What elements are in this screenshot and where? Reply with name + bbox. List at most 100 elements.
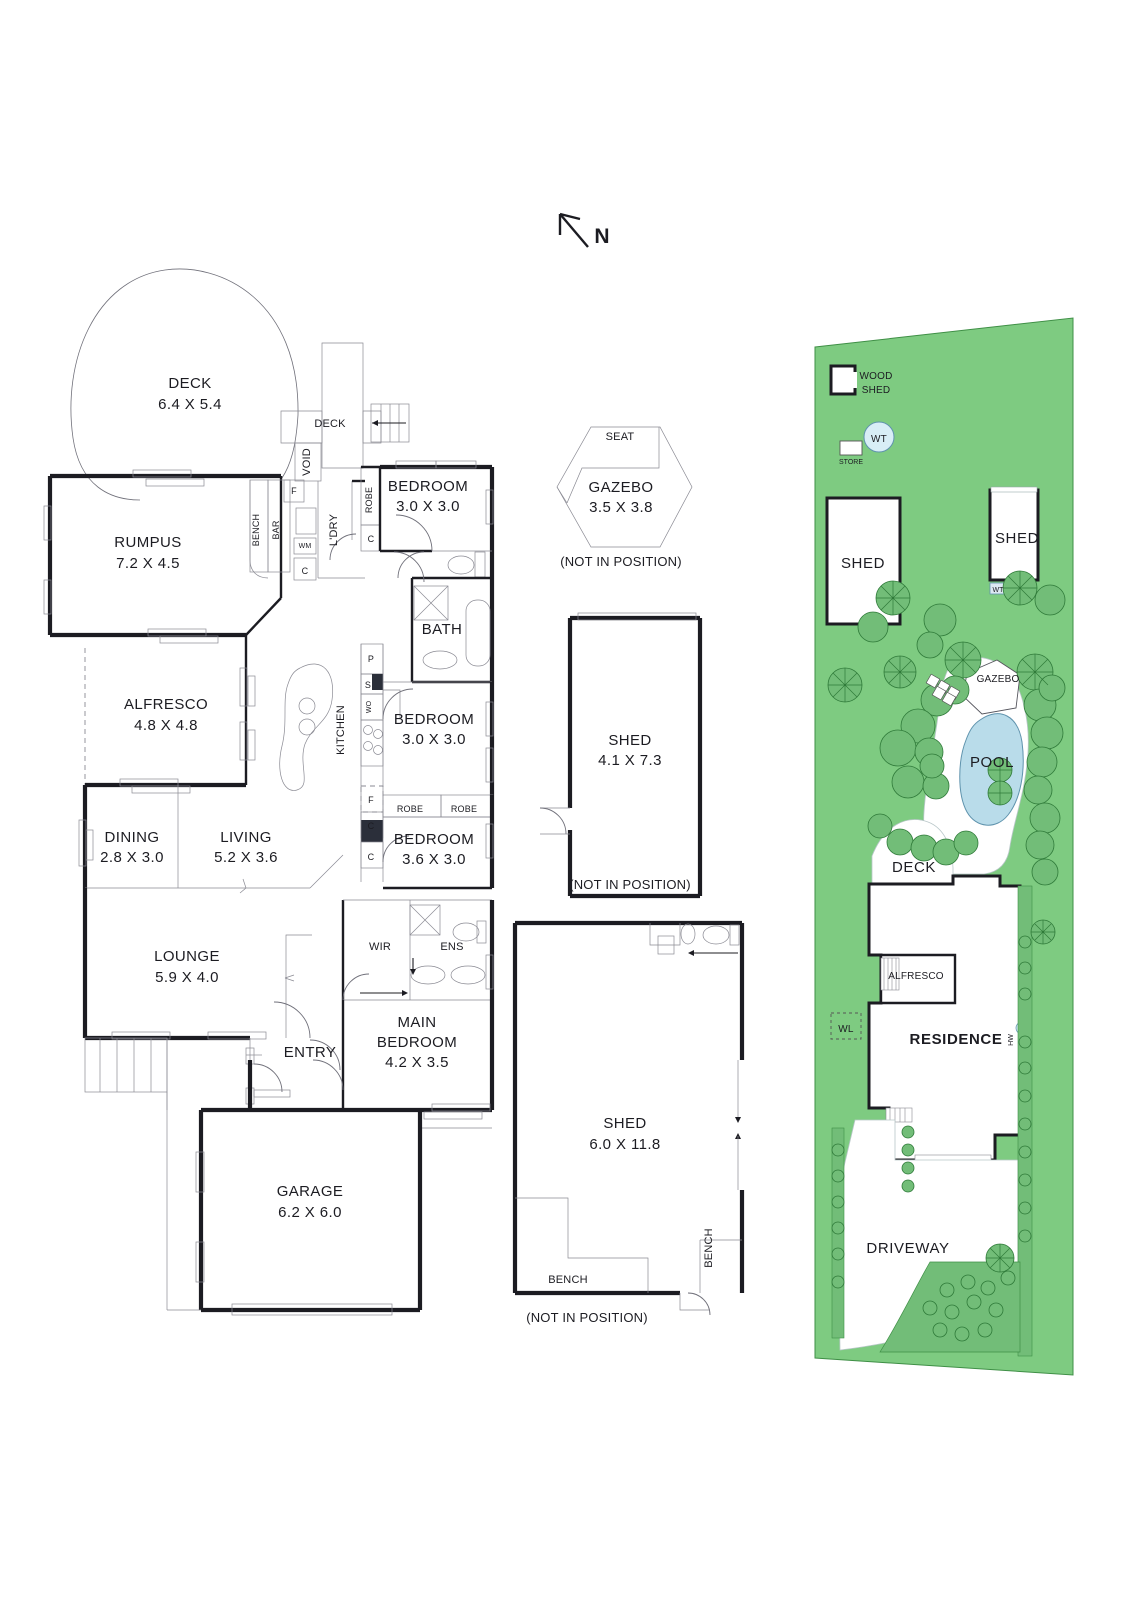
room-label-ens: ENS bbox=[440, 941, 463, 953]
site-label-wood-shed-1: WOOD bbox=[859, 371, 892, 382]
gazebo-seat-label: SEAT bbox=[606, 431, 635, 443]
site-label-pool: POOL bbox=[970, 754, 1014, 771]
room-dim-dining: 2.8 X 3.0 bbox=[100, 849, 164, 866]
room-label-wir: WIR bbox=[369, 941, 391, 953]
room-label-rumpus: RUMPUS bbox=[114, 534, 181, 551]
room-label-kitchen: KITCHEN bbox=[335, 705, 347, 755]
kitchen-bench-strip bbox=[360, 643, 401, 882]
room-dim-garage: 6.2 X 6.0 bbox=[278, 1204, 342, 1221]
site-label-residence: RESIDENCE bbox=[910, 1031, 1003, 1048]
fixture-label-sink: S bbox=[365, 680, 371, 690]
shed-small-dim: 4.1 X 7.3 bbox=[598, 752, 662, 769]
fixture-label-bench: BENCH bbox=[251, 514, 261, 547]
fixture-label-pantry: P bbox=[368, 654, 374, 664]
bath-fixtures-top bbox=[432, 550, 492, 578]
shed-large-note: (NOT IN POSITION) bbox=[526, 1310, 648, 1325]
room-label-dining: DINING bbox=[105, 829, 160, 846]
site-label-wt-1: WT bbox=[871, 434, 887, 445]
room-dim-bedroom4: 3.6 X 3.0 bbox=[402, 851, 466, 868]
gazebo-note: (NOT IN POSITION) bbox=[560, 554, 682, 569]
garage-walls bbox=[166, 1092, 423, 1316]
shed-large-dim: 6.0 X 11.8 bbox=[589, 1136, 660, 1153]
site-shed-left bbox=[825, 496, 902, 626]
room-label-laundry: L'DRY bbox=[328, 513, 340, 546]
site-label-store: STORE bbox=[839, 459, 863, 466]
site-label-hw: HW bbox=[1008, 1034, 1015, 1046]
shed-large-shape bbox=[512, 920, 745, 1316]
bedroom3-walls bbox=[382, 681, 495, 795]
site-shed-right bbox=[988, 486, 1040, 595]
room-dim-lounge: 5.9 X 4.0 bbox=[155, 969, 219, 986]
site-label-gazebo: GAZEBO bbox=[977, 674, 1020, 685]
site-water-line-box bbox=[830, 1012, 862, 1040]
shed-small-note: (NOT IN POSITION) bbox=[569, 877, 691, 892]
rumpus-bar-bench bbox=[249, 479, 317, 581]
room-label-bath: BATH bbox=[422, 621, 463, 638]
fixture-label-fridge: F bbox=[368, 795, 374, 805]
bedroom2-walls bbox=[378, 460, 495, 578]
bedroom4-walls bbox=[382, 795, 495, 890]
room-label-main-bedroom-2: BEDROOM bbox=[377, 1034, 457, 1051]
room-label-lounge: LOUNGE bbox=[154, 948, 220, 965]
fixture-label-robe-2: ROBE bbox=[451, 804, 477, 814]
site-label-alfresco: ALFRESCO bbox=[888, 971, 944, 982]
void-shaft bbox=[294, 442, 322, 482]
room-dim-bedroom2: 3.0 X 3.0 bbox=[396, 498, 460, 515]
kitchen-island bbox=[279, 663, 334, 791]
room-label-garage: GARAGE bbox=[277, 1183, 344, 1200]
fixture-label-robe-vertical: ROBE bbox=[364, 487, 374, 513]
north-label: N bbox=[594, 225, 609, 248]
site-label-wood-shed-2: SHED bbox=[862, 385, 891, 396]
room-label-deck-main: DECK bbox=[168, 375, 211, 392]
shed-small-shape bbox=[539, 612, 703, 899]
entry-area bbox=[245, 1038, 291, 1110]
site-label-wt-2: WT bbox=[993, 587, 1005, 594]
fixture-label-c-kitchen-1: C bbox=[368, 821, 375, 831]
laundry-walls bbox=[317, 479, 365, 579]
gazebo-dim: 3.5 X 3.8 bbox=[589, 499, 653, 516]
alfresco-area bbox=[84, 635, 256, 794]
site-label-wl: WL bbox=[838, 1024, 854, 1035]
fixture-label-wall-oven: WO bbox=[366, 700, 373, 713]
room-label-alfresco: ALFRESCO bbox=[124, 696, 208, 713]
room-label-entry: ENTRY bbox=[284, 1044, 337, 1061]
fixture-label-bar: BAR bbox=[271, 520, 281, 539]
gazebo-name: GAZEBO bbox=[589, 479, 654, 496]
outbuildings-group bbox=[512, 426, 745, 1316]
fixture-label-c-rumpus: C bbox=[302, 566, 309, 576]
shed-small-name: SHED bbox=[608, 732, 651, 749]
site-label-shed-right: SHED bbox=[995, 530, 1039, 547]
rumpus-windows bbox=[43, 469, 219, 644]
site-wood-shed bbox=[829, 364, 857, 396]
living-zone-walls bbox=[78, 785, 344, 1041]
room-dim-main-bedroom: 4.2 X 3.5 bbox=[385, 1054, 449, 1071]
room-label-deck-small: DECK bbox=[314, 418, 346, 430]
site-store-watertank bbox=[839, 421, 895, 456]
room-label-void: VOID bbox=[301, 448, 313, 476]
fixture-label-f-rumpus: F bbox=[291, 486, 297, 496]
shed-large-bench-bottom: BENCH bbox=[548, 1274, 588, 1286]
site-trees bbox=[827, 570, 1066, 1342]
bath-walls bbox=[393, 551, 495, 684]
room-label-bedroom4: BEDROOM bbox=[394, 831, 474, 848]
room-label-bedroom3: BEDROOM bbox=[394, 711, 474, 728]
room-dim-bedroom3: 3.0 X 3.0 bbox=[402, 731, 466, 748]
room-dim-rumpus: 7.2 X 4.5 bbox=[116, 555, 180, 572]
lounge-stairs bbox=[84, 1037, 168, 1110]
fixture-label-c-robe: C bbox=[368, 534, 375, 544]
site-label-deck: DECK bbox=[892, 859, 936, 876]
site-residence bbox=[867, 874, 1032, 1163]
text-layer: N DECK 6.4 X 5.4 DECK VOID RUMPUS 7.2 X … bbox=[100, 225, 1039, 1325]
deck-oval-outline-2 bbox=[281, 414, 299, 479]
shed-large-name: SHED bbox=[603, 1115, 646, 1132]
siteplan-group bbox=[814, 317, 1074, 1376]
residence-floorplan-group bbox=[43, 268, 495, 1316]
fixture-label-wm: WM bbox=[299, 543, 312, 550]
wir-ens-walls bbox=[341, 899, 495, 1001]
north-arrow bbox=[558, 212, 589, 248]
fixture-label-c-kitchen-2: C bbox=[368, 852, 375, 862]
room-label-living: LIVING bbox=[220, 829, 272, 846]
room-dim-living: 5.2 X 3.6 bbox=[214, 849, 278, 866]
